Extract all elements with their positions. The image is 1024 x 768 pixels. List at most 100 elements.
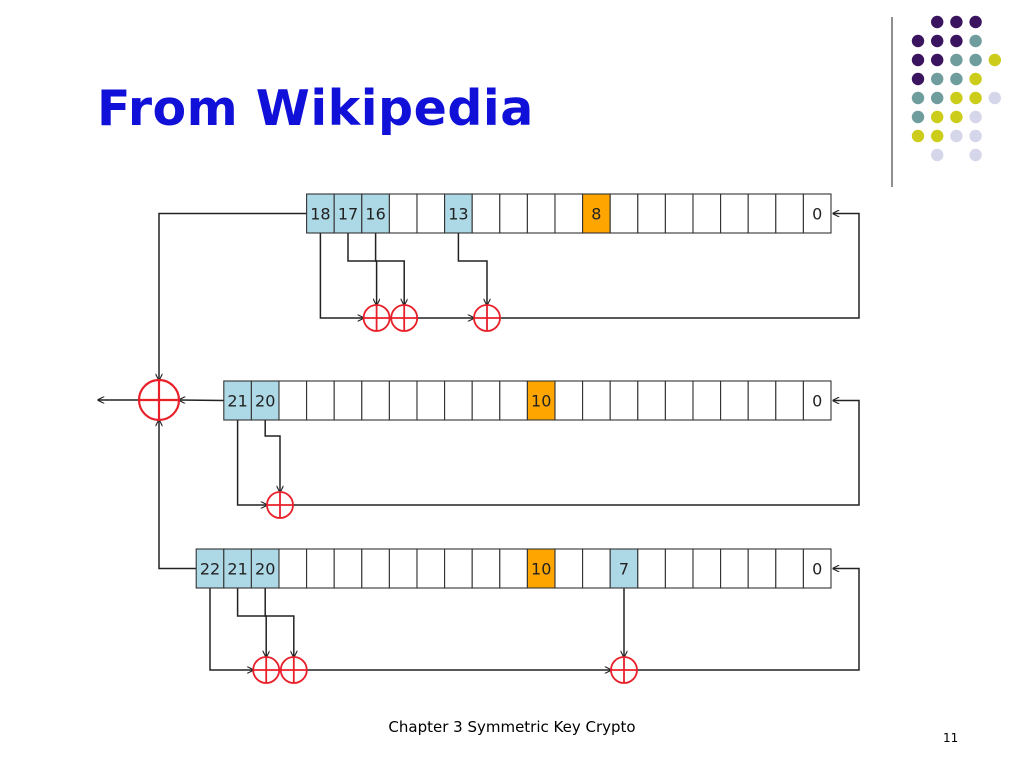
register-cell	[664, 548, 694, 589]
register-cell	[499, 193, 528, 234]
register-cell	[554, 193, 584, 234]
register-cell	[361, 548, 390, 589]
register-cell	[747, 193, 777, 234]
cell-index-label: 21	[227, 560, 247, 579]
decorative-dot	[969, 15, 982, 29]
cell-index-label: 0	[812, 560, 822, 579]
decorative-dot	[969, 110, 982, 124]
register-cell	[582, 548, 611, 589]
decorative-dot	[969, 34, 982, 48]
register-cell	[692, 380, 722, 421]
cell-index-label: 10	[531, 392, 551, 411]
register-cell	[720, 548, 749, 589]
wire	[159, 212, 307, 381]
decorative-dot	[950, 91, 963, 105]
connection-wires	[98, 212, 860, 671]
wire	[236, 588, 267, 657]
register-cell	[416, 548, 446, 589]
register-cell	[664, 193, 694, 234]
register-cell	[250, 548, 280, 589]
decorative-dot	[931, 72, 944, 86]
register-cell	[637, 380, 666, 421]
register-cell	[802, 380, 832, 421]
register-cell	[802, 548, 832, 589]
decorative-dot	[931, 148, 944, 162]
wire	[264, 588, 294, 657]
wire	[457, 233, 487, 305]
decorative-dot	[988, 53, 1001, 67]
register-cell	[692, 193, 722, 234]
wire	[236, 420, 267, 505]
slide-footer: Chapter 3 Symmetric Key Crypto	[388, 718, 636, 736]
cell-index-label: 20	[255, 560, 275, 579]
register-cell	[223, 380, 252, 421]
decorative-dot	[911, 110, 925, 124]
register-cell	[444, 380, 473, 421]
xor-gate	[473, 304, 501, 332]
register-cell	[554, 380, 584, 421]
xor-gate	[610, 656, 638, 684]
cell-index-label: 8	[591, 205, 601, 224]
decorative-dot	[911, 72, 925, 86]
register-cell	[720, 193, 749, 234]
cell-index-label: 22	[200, 560, 220, 579]
register-cell	[526, 548, 556, 589]
wire	[500, 214, 860, 319]
wire	[319, 233, 363, 318]
decorative-dot	[931, 34, 944, 48]
register-cell	[499, 548, 528, 589]
wire	[209, 588, 253, 670]
register-cell	[526, 193, 556, 234]
register-cell	[554, 548, 584, 589]
xor-gate	[137, 378, 181, 422]
decorative-dot	[950, 72, 963, 86]
register-cell	[306, 548, 335, 589]
register-cell	[416, 193, 446, 234]
register-cell	[775, 193, 804, 234]
register-cell	[802, 193, 832, 234]
register-cell	[444, 548, 473, 589]
cell-index-label: 18	[310, 205, 330, 224]
register-cell	[471, 193, 501, 234]
decorative-dot	[931, 91, 944, 105]
xor-gate	[266, 491, 294, 519]
register-cell	[664, 380, 694, 421]
slide-title: From Wikipedia	[97, 80, 534, 137]
decorative-dot	[969, 53, 982, 67]
decorative-dot	[969, 72, 982, 86]
cell-index-label: 16	[365, 205, 385, 224]
decorative-dot	[911, 91, 925, 105]
register-cell	[499, 380, 528, 421]
register-cell	[333, 548, 363, 589]
cell-index-label: 0	[812, 392, 822, 411]
decorative-dot	[931, 15, 944, 29]
cell-index-label: 0	[812, 205, 822, 224]
xor-gate	[362, 304, 391, 332]
wire	[374, 233, 405, 305]
register-cell	[637, 193, 666, 234]
register-cell	[471, 380, 501, 421]
xor-gate	[252, 656, 281, 684]
decorative-dot	[911, 53, 925, 67]
cell-index-label: 21	[227, 392, 247, 411]
wire	[179, 400, 224, 401]
decorative-dot	[931, 110, 944, 124]
register-cell	[195, 548, 225, 589]
decorative-dot	[931, 53, 944, 67]
decorative-dot	[950, 110, 963, 124]
register-cell	[582, 193, 611, 234]
register-cell	[388, 193, 418, 234]
register-cell	[582, 380, 611, 421]
wire	[159, 420, 197, 570]
wire	[293, 401, 860, 506]
decorative-dot	[911, 34, 925, 48]
register-cell	[388, 548, 418, 589]
register-cell	[720, 380, 749, 421]
decorative-dot-grid	[891, 15, 1001, 187]
register-cell	[388, 380, 418, 421]
register-cell	[471, 548, 501, 589]
